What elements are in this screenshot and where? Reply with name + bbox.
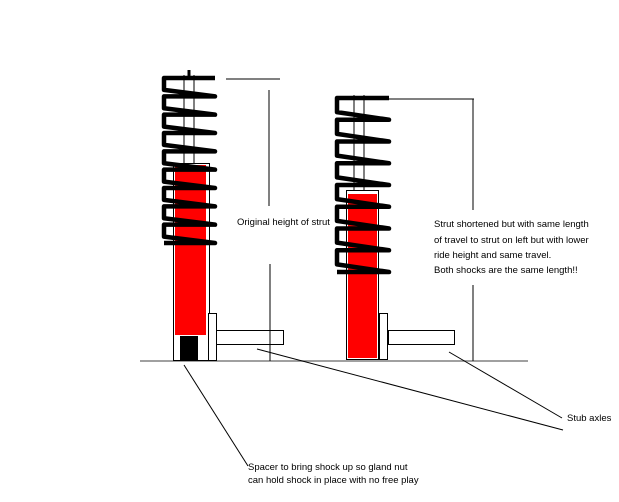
spacer	[180, 336, 198, 361]
leader-line	[448, 351, 563, 419]
shortened-strut-note: Strut shortened but with same length of …	[434, 219, 589, 276]
shortened-strut	[334, 95, 455, 360]
stub-axles-label: Stub axles	[567, 413, 612, 424]
leader-line	[183, 364, 249, 467]
shock-body	[348, 194, 377, 358]
coil-spring	[334, 95, 392, 275]
shock-body	[175, 165, 206, 335]
note-line: of travel to strut on left but with lowe…	[434, 235, 589, 246]
spacer-label-line: Spacer to bring shock up so gland nut	[248, 462, 408, 473]
hub-bracket	[379, 313, 388, 360]
original-height-label: Original height of strut	[237, 217, 330, 228]
note-line: ride height and same travel.	[434, 250, 551, 261]
note-line: Both shocks are the same length!!	[434, 265, 578, 276]
stub-axle	[388, 330, 455, 345]
coil-spring	[161, 75, 218, 246]
note-line: Strut shortened but with same length	[434, 219, 589, 230]
spacer-label-line: can hold shock in place with no free pla…	[248, 475, 419, 486]
leader-line	[256, 348, 564, 431]
original-strut	[161, 70, 284, 361]
hub-bracket	[208, 313, 217, 361]
stub-axle	[216, 330, 284, 345]
